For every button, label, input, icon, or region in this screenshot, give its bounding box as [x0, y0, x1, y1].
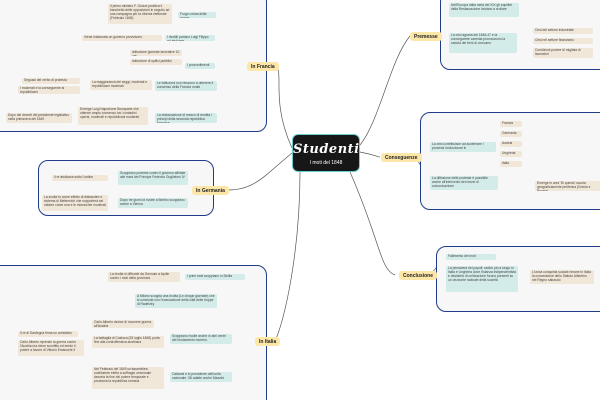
- branch-label-francia[interactable]: In Francia: [247, 62, 279, 71]
- branch-label-conclusione[interactable]: Conclusione: [399, 271, 438, 280]
- francia-node-protesta[interactable]: Seguaci del verbo di protesta: [22, 78, 80, 84]
- central-title: I moti del 1848: [309, 160, 343, 166]
- conseguenze-node-periferica[interactable]: Emerge in anni 'Di questo' scuola geogra…: [535, 181, 600, 191]
- premesse-node-finanziario[interactable]: Crisi nel settore finanziario: [533, 38, 593, 44]
- italia-node-armistizio[interactable]: Il re di Sardegna firma un armistizio: [18, 331, 78, 337]
- conseguenze-node-accelerare[interactable]: La crisi contribuisce ad accelerare i pr…: [430, 142, 496, 152]
- italia-node-gennaio[interactable]: La rivolta si diffonde da Gennaio a Apri…: [108, 272, 180, 282]
- premesse-node-lavoratori[interactable]: Condizioni povere di migliaia di lavorat…: [533, 48, 593, 58]
- branch-label-italia[interactable]: In Italia: [255, 337, 281, 346]
- italia-node-custoza[interactable]: La battaglia di Custoza (25 luglio 1848)…: [92, 336, 164, 348]
- francia-node-guizot[interactable]: Il primo ministro F. Guizot proibiva il …: [108, 4, 172, 24]
- central-topic[interactable]: Studenti I moti del 1848: [292, 134, 360, 172]
- germania-node-metternich[interactable]: La svolta fu come effetto di disbandire …: [42, 195, 108, 211]
- branch-label-conseguenze[interactable]: Conseguenze: [381, 153, 422, 162]
- francia-node-monarchia[interactable]: Furgo rovina della monar.: [178, 12, 216, 18]
- italia-node-milano[interactable]: A Milano scoppia una rivolta (Le cinque …: [135, 294, 217, 308]
- francia-node-lavorative[interactable]: Istituzione giornate lavorative 10 ore: [130, 50, 182, 56]
- germania-node-berlino[interactable]: Dopo tre giorni di rivolte a Berlino sco…: [118, 198, 188, 208]
- premesse-node-industriale[interactable]: Crisi del settore industriale: [533, 28, 593, 34]
- italia-node-guerra[interactable]: Carlo Alberto decise di muovere guerra a…: [92, 320, 154, 328]
- brand-logo: Studenti: [293, 142, 360, 157]
- conclusione-node-primavera[interactable]: La primavera dei popoli: radicò più a lu…: [446, 266, 518, 292]
- italia-node-mazzini[interactable]: Cattanei e lo presidente dell'unità nazi…: [170, 372, 232, 382]
- francia-node-rurale[interactable]: Le istituzioni non riescono a ottenere i…: [155, 81, 217, 91]
- branch-label-premesse[interactable]: Premesse: [410, 32, 442, 41]
- francia-node-moderati[interactable]: I moderati e la conseguente ai repubblic…: [18, 86, 80, 94]
- francia-node-provvedimenti[interactable]: I provvedimenti: [185, 63, 215, 69]
- francia-node-bonaparte[interactable]: Emerge Luigi Napoleone Bonaparte che ott…: [78, 107, 148, 125]
- conseguenze-node-germania[interactable]: Germania: [500, 131, 522, 137]
- italia-node-vittorio[interactable]: Carlo Alberto riprende la guerra contro …: [18, 340, 84, 356]
- francia-node-restaurazione[interactable]: La restaurazione di mezzo di rendita i p…: [155, 113, 217, 123]
- germania-node-abdicava[interactable]: Il re abdicava sotto l'ordine: [52, 175, 108, 181]
- conseguenze-node-austria[interactable]: Austria: [500, 141, 522, 147]
- conseguenze-node-comunicazione[interactable]: La diffusione delle proteste è possibile…: [430, 176, 498, 190]
- conseguenze-node-ungheria[interactable]: Ungheria: [500, 151, 522, 157]
- conclusione-node-statuto[interactable]: L'unica conquista sociale rimane in Ital…: [530, 270, 594, 284]
- italia-node-repubblica-romana[interactable]: Nel Febbraio del 1849 un'assemblea costi…: [92, 367, 164, 389]
- branch-label-germania[interactable]: In Germania: [192, 186, 229, 195]
- francia-node-governo[interactable]: Viene instaurata un governo provvisorio: [82, 35, 162, 41]
- premesse-node-equilibri[interactable]: Nell'Europa dalla metà del XIX gli equil…: [449, 3, 519, 17]
- conseguenze-node-francia[interactable]: Francia: [500, 121, 522, 127]
- premesse-node-crisi-agraria[interactable]: La crisi agraria del 1846-47 e la conseg…: [449, 33, 517, 53]
- conseguenze-node-italia[interactable]: Italia: [500, 161, 522, 167]
- francia-node-opifici[interactable]: Istituzione di opifici pubblici: [130, 59, 182, 65]
- italia-node-sicilia[interactable]: I primi moti scoppiano in Sicilia: [185, 274, 245, 280]
- francia-node-decreti[interactable]: Dopo dei decreti del presidente legislat…: [6, 113, 72, 123]
- conclusione-node-fallimento[interactable]: Fallimento dei moti: [446, 254, 496, 260]
- italia-node-rivolte-centri[interactable]: Scoppiano rivolte anche in altri centri …: [170, 334, 232, 344]
- francia-node-abdicare[interactable]: I rivoltili portano Luigi Filippo ad abd…: [165, 35, 215, 41]
- germania-node-proteste[interactable]: Scoppiano proteste contro il governo aff…: [118, 171, 188, 185]
- francia-node-seggi[interactable]: La maggioranza dei seggi, moderati e rep…: [90, 80, 152, 90]
